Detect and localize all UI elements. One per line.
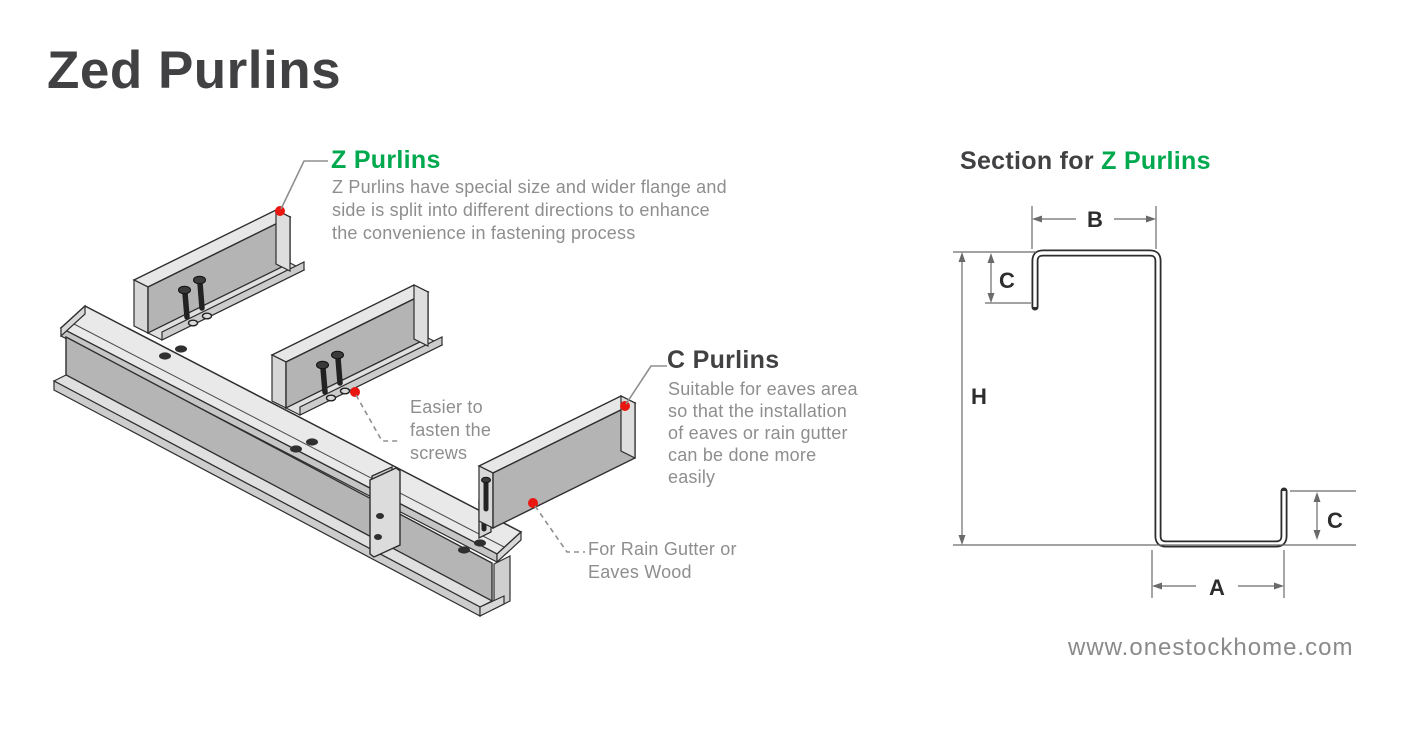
dim-label-c-top: C xyxy=(999,268,1015,293)
c-purlins-title: C Purlins xyxy=(667,346,780,374)
leader-fasten-note xyxy=(355,394,399,442)
leader-c-purlins xyxy=(625,365,667,405)
website-watermark: www.onestockhome.com xyxy=(1068,634,1354,661)
z-purlin-1 xyxy=(134,210,304,340)
cleat-plate xyxy=(369,465,401,558)
fasten-note: Easier to fasten the screws xyxy=(410,397,492,463)
dim-label-h: H xyxy=(971,384,987,409)
section-heading-prefix: Section for xyxy=(960,147,1102,175)
beam-bolt-holes xyxy=(159,345,486,554)
c-purlin xyxy=(477,395,637,530)
leader-rain-gutter-note xyxy=(534,505,585,553)
z-profile xyxy=(1031,249,1288,548)
dim-label-a: A xyxy=(1209,575,1225,600)
z-section-diagram: B C H A C xyxy=(953,206,1356,600)
rain-gutter-note: For Rain Gutter or Eaves Wood xyxy=(588,539,737,582)
dimension-lines xyxy=(953,206,1356,598)
leader-lines xyxy=(280,160,667,553)
dimension-arrows xyxy=(958,215,1321,590)
page-title: Zed Purlins xyxy=(47,41,342,100)
dim-label-c-bottom: C xyxy=(1327,508,1343,533)
leader-z-purlins xyxy=(280,160,328,210)
dim-label-b: B xyxy=(1087,207,1103,232)
purlin-illustration xyxy=(52,160,667,617)
red-marker-dots xyxy=(275,206,630,508)
section-heading: Section for Z Purlins xyxy=(960,147,1211,176)
section-heading-highlight: Z Purlins xyxy=(1101,147,1211,175)
c-purlins-description: Suitable for eaves area so that the inst… xyxy=(668,379,858,487)
z-purlins-description: Z Purlins have special size and wider fl… xyxy=(332,177,727,243)
z-purlins-title: Z Purlins xyxy=(331,146,441,174)
